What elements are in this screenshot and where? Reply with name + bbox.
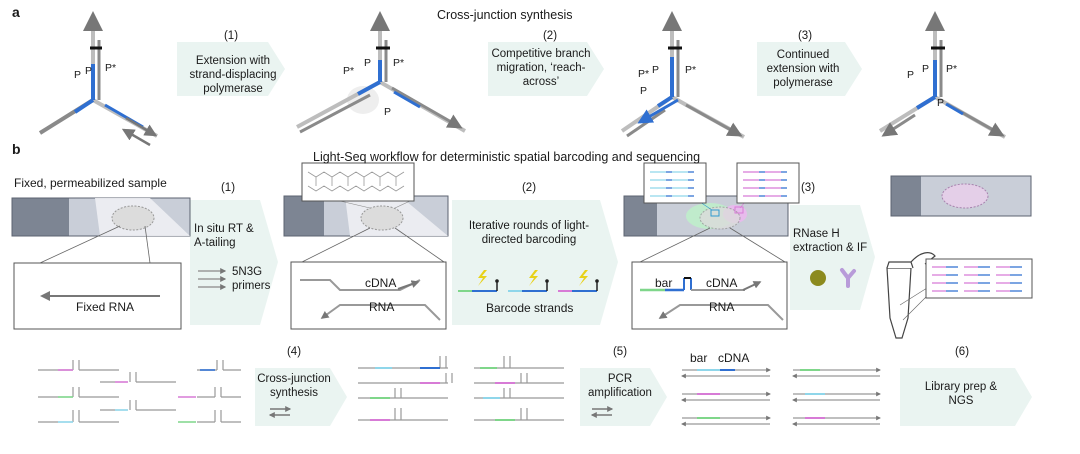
barcode-strands-label: Barcode strands [486, 301, 574, 315]
label-p-star: P* [685, 64, 697, 76]
step-b3-text: RNase H extraction & IF [793, 228, 868, 254]
label-p: P [907, 69, 915, 81]
junction-2 [296, 11, 466, 134]
step-arrow-b1 [190, 200, 278, 325]
sample-label: Fixed, permeabilized sample [14, 176, 167, 190]
label-p: P [640, 85, 648, 97]
label-p-star: P* [343, 65, 355, 77]
step-arrow-b3 [790, 205, 875, 310]
label-p-star: P* [638, 68, 650, 80]
label-p: P [652, 64, 660, 76]
step-a3-number: (3) [797, 30, 813, 42]
panel-b-title: Light-Seq workflow for deterministic spa… [313, 150, 701, 164]
junction-4 [878, 11, 1006, 139]
inset-barcoded-left [643, 162, 713, 211]
step-b2-text: Iterative rounds of light-directed barco… [468, 220, 590, 246]
strand-set-before-cjs [38, 360, 292, 423]
step-arrow-b4 [255, 368, 347, 426]
label-p: P [74, 69, 82, 81]
step-a2-number: (2) [542, 30, 558, 42]
step-b3-number: (3) [800, 182, 816, 194]
inset-barcoded-right [736, 162, 800, 209]
junction-1 [38, 11, 158, 147]
slide-1 [11, 197, 191, 237]
label-p: P [384, 106, 392, 118]
inset-cdna-network [301, 162, 415, 209]
label-p: P [85, 65, 93, 77]
light-bolts [478, 270, 588, 286]
step-arrow-b2 [452, 200, 618, 325]
bar-label: bar [655, 276, 673, 290]
step-b1-text: In situ RT & A-tailing [194, 223, 254, 249]
extraction-particles [810, 268, 856, 288]
step-a1-text: Extension with strand-displacing polymer… [189, 55, 277, 95]
rna-label: RNA [709, 300, 735, 314]
step-b1-number: (1) [220, 182, 236, 194]
label-p: P [937, 97, 945, 109]
step-arrow-a3 [757, 42, 862, 96]
panel-a-title: Cross-junction synthesis [437, 8, 573, 22]
fixed-rna-label: Fixed RNA [76, 300, 135, 314]
step-b4-text: Cross-junction synthesis [257, 373, 331, 399]
primer-arrows [198, 268, 227, 290]
zoom-box-fixed-rna [13, 225, 182, 330]
cdna-label: cDNA [365, 276, 397, 290]
barcode-strands [458, 279, 599, 292]
panel-letter-b: b [12, 141, 21, 157]
step-arrow-a1 [177, 42, 285, 96]
label-p-star: P* [946, 63, 958, 75]
step-b4-number: (4) [286, 346, 302, 358]
strand-set-after-cjs [358, 356, 614, 421]
rna-label: RNA [369, 300, 395, 314]
step-a2-text: Competitive branch migration, ‘reach-acr… [491, 48, 591, 88]
step-b2-number: (2) [521, 182, 537, 194]
step-arrow-b6 [900, 368, 1032, 426]
eppendorf-tube [886, 252, 936, 339]
slide-4 [890, 175, 1032, 217]
cdna-label: cDNA [706, 276, 738, 290]
step-b5-text: PCR amplification [588, 373, 652, 399]
zoom-box-cdna-rna [290, 227, 447, 330]
strand-set-after-pcr [681, 367, 881, 427]
zoom-box-bar-cdna [631, 227, 788, 330]
bar-label-bottom: bar [690, 351, 708, 365]
label-p-star: P* [393, 57, 405, 69]
step-arrow-a2 [488, 42, 604, 96]
label-p-star: P* [105, 62, 117, 74]
step-b6-text: Library prep & NGS [924, 381, 998, 407]
label-p: P [922, 63, 930, 75]
step-b5-number: (5) [612, 346, 628, 358]
panel-letter-a: a [12, 4, 20, 20]
step-a1-number: (1) [223, 30, 239, 42]
junction-3 [620, 11, 745, 139]
step-arrow-b5 [580, 368, 667, 426]
step-b6-number: (6) [954, 346, 970, 358]
cdna-label-bottom: cDNA [718, 351, 750, 365]
step-a3-text: Continued extension with polymerase [766, 49, 840, 89]
label-p: P [364, 57, 372, 69]
primer-label: 5N3G primers [232, 266, 271, 292]
slide-2 [283, 195, 449, 237]
inset-extracted-strands [925, 258, 1033, 299]
